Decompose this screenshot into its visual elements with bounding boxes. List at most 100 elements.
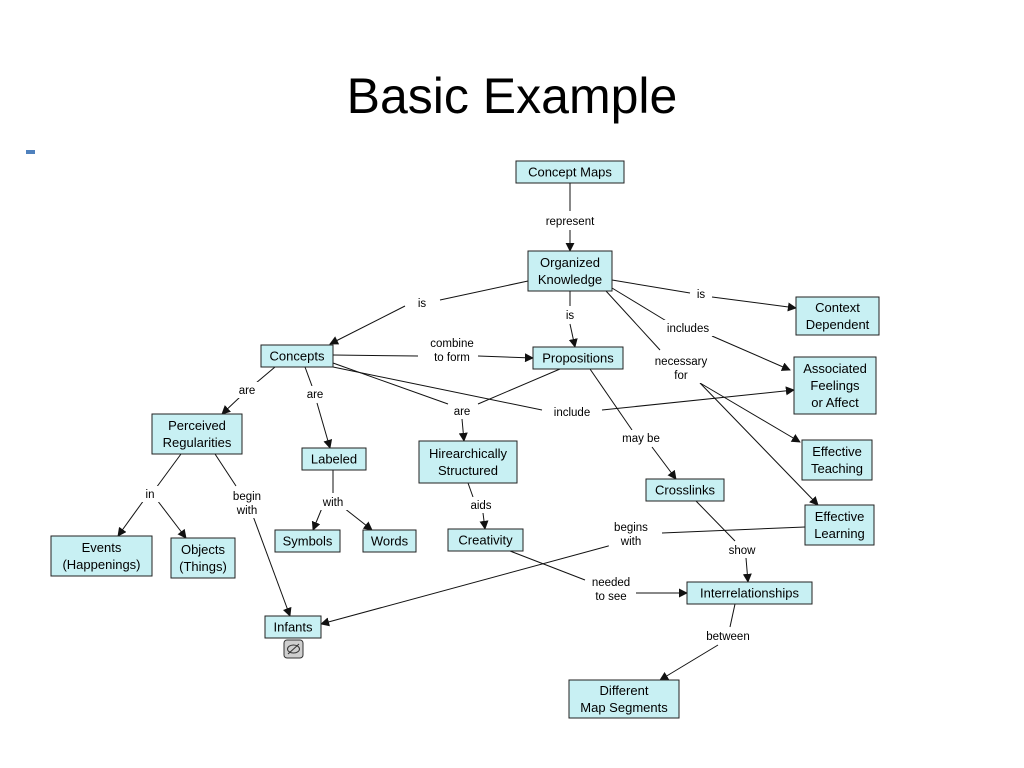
concept-node-objects[interactable]: Objects(Things)	[170, 537, 236, 579]
connector-line	[711, 335, 791, 371]
connector-line	[509, 550, 586, 581]
connector-line	[329, 305, 406, 345]
concept-box	[447, 528, 524, 552]
connector-line	[479, 512, 489, 530]
concept-box	[795, 296, 880, 336]
concept-node-words[interactable]: Words	[362, 529, 417, 553]
link-label-background	[659, 320, 717, 336]
connector-line	[304, 366, 313, 387]
link-label-represent: represent	[538, 213, 602, 229]
connector-line	[316, 402, 333, 449]
link-phrase: are	[454, 406, 471, 418]
concept-box	[801, 439, 873, 481]
concept-label: Hirearchically	[429, 446, 508, 461]
concept-box	[301, 447, 367, 471]
link-phrase: combine	[430, 338, 473, 350]
link-phrase: needed	[592, 577, 630, 589]
concept-label: Structured	[438, 463, 498, 478]
link-phrase: is	[418, 298, 427, 310]
link-label-background	[546, 404, 598, 420]
concept-label: Words	[371, 534, 409, 549]
connector-line	[699, 382, 801, 443]
concept-label: Labeled	[311, 452, 357, 467]
link-phrase: to form	[434, 352, 470, 364]
concept-node-concept-maps[interactable]: Concept Maps	[515, 160, 625, 184]
connector-line	[605, 290, 661, 351]
concept-label: Effective	[815, 509, 865, 524]
link-label-background	[618, 430, 664, 446]
connector-line	[661, 526, 806, 534]
connector-line	[589, 368, 633, 431]
connector-line	[729, 603, 736, 628]
link-label-combine-to-form: combine to form	[426, 335, 478, 365]
connector-line	[214, 453, 237, 487]
concept-node-concepts[interactable]: Concepts	[260, 344, 334, 368]
connector-line	[477, 368, 561, 405]
concept-node-interrelationships[interactable]: Interrelationships	[686, 581, 813, 605]
connector-line	[695, 500, 736, 542]
concept-node-symbols[interactable]: Symbols	[274, 529, 341, 553]
concept-box	[686, 581, 813, 605]
link-label-background	[228, 488, 266, 518]
link-phrase: represent	[546, 216, 595, 228]
concept-label: Feelings	[810, 378, 860, 393]
link-label-background	[317, 494, 349, 510]
concept-label: Context	[815, 300, 860, 315]
link-label-is-left: is	[412, 295, 432, 311]
link-phrase: with	[236, 505, 257, 517]
concept-node-propositions[interactable]: Propositions	[532, 346, 624, 370]
concept-node-creativity[interactable]: Creativity	[447, 528, 524, 552]
concept-label: (Happenings)	[62, 557, 140, 572]
concept-node-events[interactable]: Events(Happenings)	[50, 535, 153, 577]
connector-line	[156, 499, 187, 539]
link-label-may-be: may be	[618, 430, 664, 446]
link-phrase: are	[239, 385, 256, 397]
concept-node-crosslinks[interactable]: Crosslinks	[645, 478, 725, 502]
resource-icon[interactable]	[283, 639, 304, 659]
connector-line	[221, 396, 241, 415]
link-label-aids: aids	[465, 497, 497, 513]
connector-line	[255, 366, 276, 384]
concept-box	[418, 440, 518, 484]
link-label-in: in	[140, 486, 160, 502]
connector-line	[611, 287, 669, 323]
concept-label: Perceived	[168, 418, 226, 433]
concept-label: Objects	[181, 542, 226, 557]
connector-line	[343, 507, 373, 531]
link-label-background	[649, 353, 713, 383]
concept-label: Map Segments	[580, 700, 668, 715]
concept-box	[151, 413, 243, 455]
connector-line	[742, 557, 752, 583]
link-label-background	[726, 542, 758, 558]
link-label-background	[560, 307, 580, 323]
concept-label: Learning	[814, 526, 865, 541]
link-phrase: may be	[622, 433, 660, 445]
connector-line	[711, 296, 797, 312]
concept-box	[274, 529, 341, 553]
concept-box	[645, 478, 725, 502]
link-label-are-left: are	[234, 382, 260, 398]
concept-node-labeled[interactable]: Labeled	[301, 447, 367, 471]
concept-box	[170, 537, 236, 579]
link-phrase: is	[697, 289, 706, 301]
link-label-are-hier: are	[449, 403, 475, 419]
concept-node-infants[interactable]: Infants	[264, 615, 322, 639]
concept-label: Symbols	[283, 534, 333, 549]
concept-label: Different	[600, 683, 649, 698]
concept-box	[260, 344, 334, 368]
concept-box	[264, 615, 322, 639]
link-label-background	[234, 382, 260, 398]
link-label-background	[691, 286, 711, 302]
concept-label: Dependent	[806, 317, 870, 332]
link-label-with: with	[317, 494, 349, 510]
